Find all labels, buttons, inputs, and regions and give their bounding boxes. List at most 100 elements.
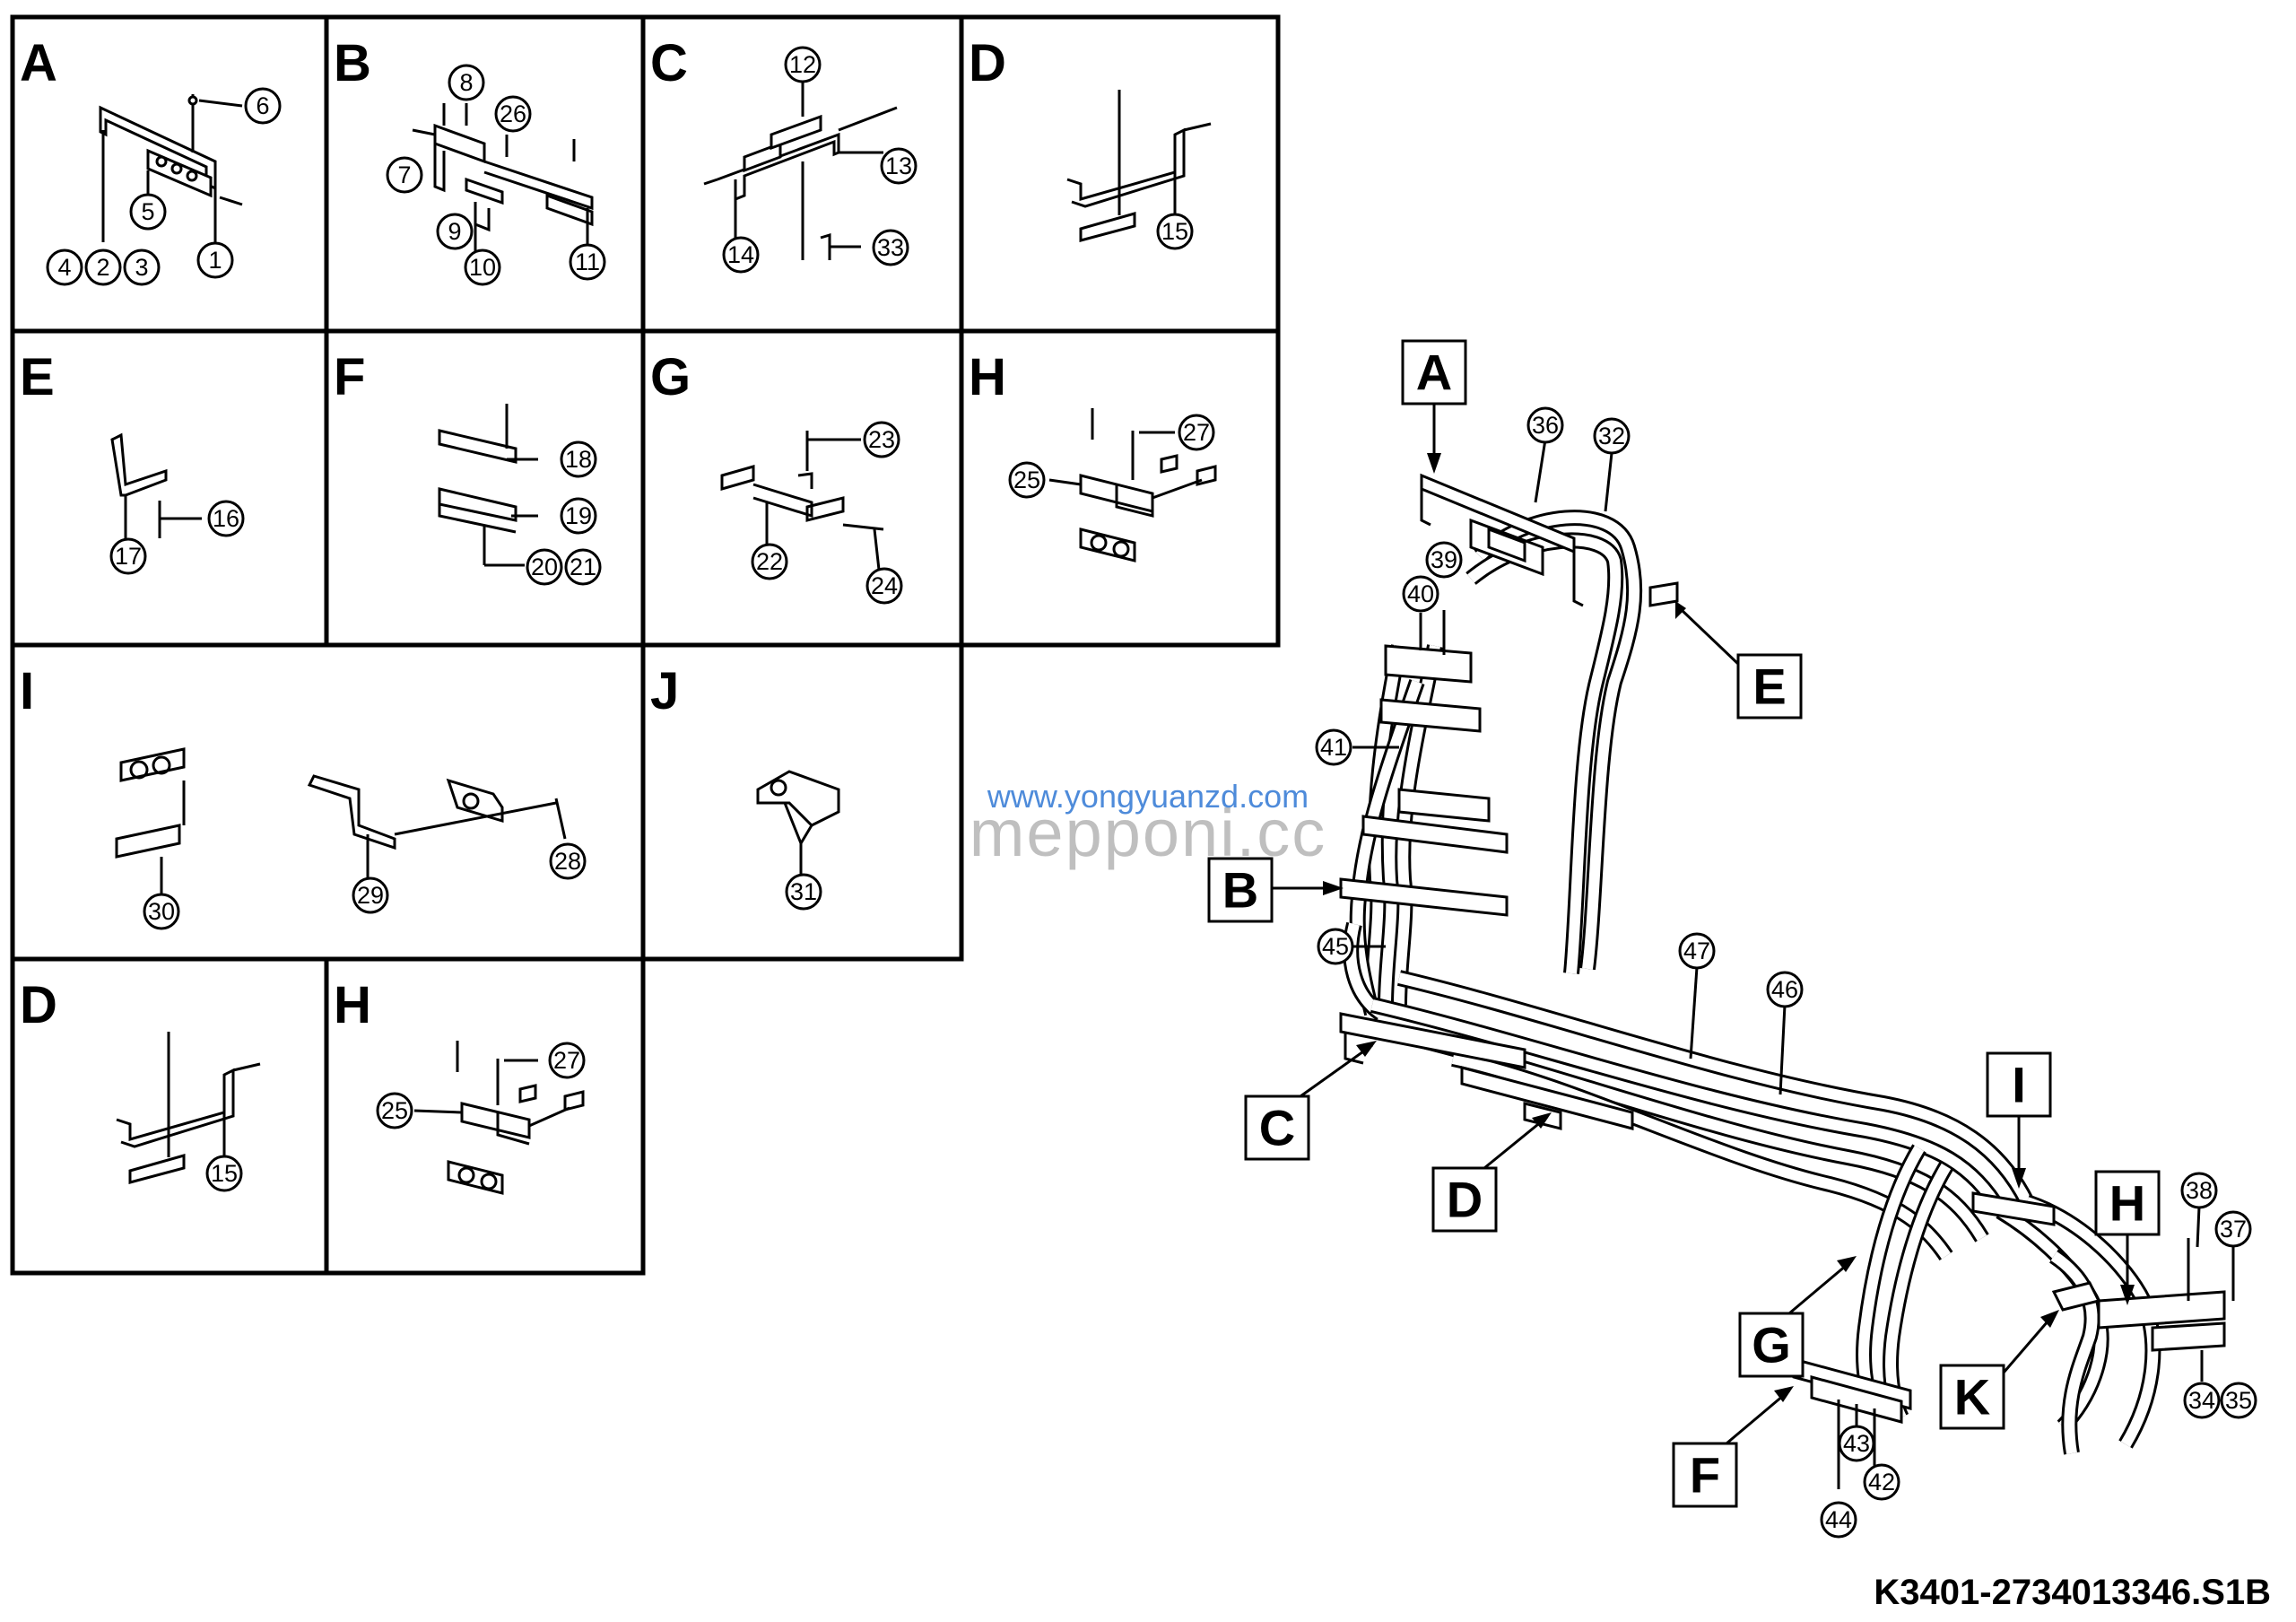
svg-text:22: 22 [756,548,783,575]
part-number-15: 15 [1156,213,1194,250]
svg-text:25: 25 [381,1097,408,1124]
svg-text:43: 43 [1843,1430,1870,1457]
detail-view-c: C 12 13 14 33 [650,34,918,274]
svg-text:35: 35 [2225,1387,2252,1414]
detail-letter: H [969,348,1006,406]
part-number-23: 23 [863,421,900,458]
detail-view-d: D 15 [969,34,1212,250]
part-number-36: 36 [1526,406,1564,444]
bracket-k [2051,1281,2101,1312]
svg-text:9: 9 [448,218,461,245]
svg-text:39: 39 [1431,546,1457,573]
part-number-32: 32 [1593,417,1631,455]
svg-text:27: 27 [553,1047,580,1074]
detail-view-h: H 27 25 [969,348,1217,562]
detail-view-f: F 18 19 20 21 [334,348,602,586]
svg-text:47: 47 [1683,937,1710,964]
watermark-url: www.yongyuanzd.com [987,778,1309,815]
svg-text:16: 16 [213,505,239,532]
part-number-19: 19 [560,497,597,535]
view-callout-i: I [1986,1051,2052,1189]
part-number-3: 3 [123,249,161,286]
svg-text:F: F [1690,1447,1720,1504]
detail-letter: E [20,348,55,406]
svg-text:27: 27 [1183,419,1210,446]
svg-text:17: 17 [115,543,142,570]
svg-text:15: 15 [1161,218,1188,245]
part-number-34: 34 [2183,1382,2221,1419]
part-number-25: 25 [1008,461,1046,499]
svg-text:12: 12 [789,51,816,78]
part-number-22: 22 [751,543,788,580]
part-number-11: 11 [569,243,606,281]
part-number-25: 25 [376,1092,413,1129]
manifold-h [2097,1238,2235,1382]
svg-text:6: 6 [256,92,269,119]
part-number-37: 37 [2214,1210,2252,1248]
svg-text:30: 30 [148,898,175,925]
part-number-29: 29 [352,876,389,914]
svg-text:E: E [1752,658,1786,715]
part-number-2: 2 [84,249,122,286]
svg-text:46: 46 [1771,976,1798,1003]
bracket-e [1648,581,1679,607]
svg-text:32: 32 [1598,423,1625,449]
detail-view-j: J 31 [650,662,840,911]
part-number-31: 31 [785,873,822,911]
manifold-f [1792,1357,1912,1489]
part-number-18: 18 [560,440,597,478]
detail-letter: D [969,34,1006,92]
svg-text:25: 25 [1013,467,1040,493]
svg-text:42: 42 [1868,1469,1895,1496]
svg-text:13: 13 [885,153,912,179]
svg-text:34: 34 [2188,1387,2215,1414]
svg-text:20: 20 [531,554,558,580]
svg-text:K: K [1954,1369,1990,1426]
detail-view-g: G 23 22 24 [650,348,903,605]
svg-text:15: 15 [211,1160,238,1187]
detail-view-d-2: D 15 [20,976,261,1192]
part-number-28: 28 [549,842,587,880]
part-number-1: 1 [196,241,234,279]
document-code: K3401-2734013346.S1B [1874,1573,2271,1612]
view-callout-k: K [1939,1310,2059,1430]
part-number-46: 46 [1766,971,1804,1008]
svg-text:1: 1 [208,247,222,274]
view-callout-h: H [2094,1170,2161,1305]
part-number-24: 24 [865,567,903,605]
svg-text:44: 44 [1825,1506,1852,1533]
svg-text:24: 24 [871,572,898,599]
part-number-44: 44 [1820,1501,1857,1539]
svg-text:4: 4 [57,254,71,281]
part-number-6: 6 [244,87,282,125]
svg-text:11: 11 [575,249,600,275]
part-number-17: 17 [109,537,147,575]
svg-text:31: 31 [790,878,817,905]
svg-text:40: 40 [1407,580,1434,607]
svg-text:45: 45 [1322,933,1349,960]
svg-text:38: 38 [2186,1177,2213,1204]
view-callout-g: G [1738,1256,1857,1378]
detail-letter: J [650,662,679,720]
part-number-47: 47 [1678,932,1716,970]
part-number-26: 26 [494,95,532,133]
detail-view-a: A 6 5 4 2 3 1 [20,34,282,286]
detail-letter: B [334,34,371,92]
view-callout-e: E [1675,601,1803,719]
view-callout-c: C [1244,1041,1377,1161]
detail-letter: G [650,348,691,406]
detail-letter: I [20,662,34,720]
watermark: www.yongyuanzd.com mepponi.cc [897,778,1399,867]
detail-letter: F [334,348,365,406]
svg-text:10: 10 [469,254,496,281]
svg-text:7: 7 [397,161,411,188]
part-number-21: 21 [564,548,602,586]
svg-text:B: B [1222,862,1258,919]
svg-text:14: 14 [727,241,754,268]
part-number-43: 43 [1838,1425,1875,1462]
detail-letter: H [334,976,371,1034]
detail-view-i: I 30 29 28 [20,662,587,930]
svg-text:29: 29 [357,882,384,909]
view-callout-f: F [1672,1386,1794,1508]
